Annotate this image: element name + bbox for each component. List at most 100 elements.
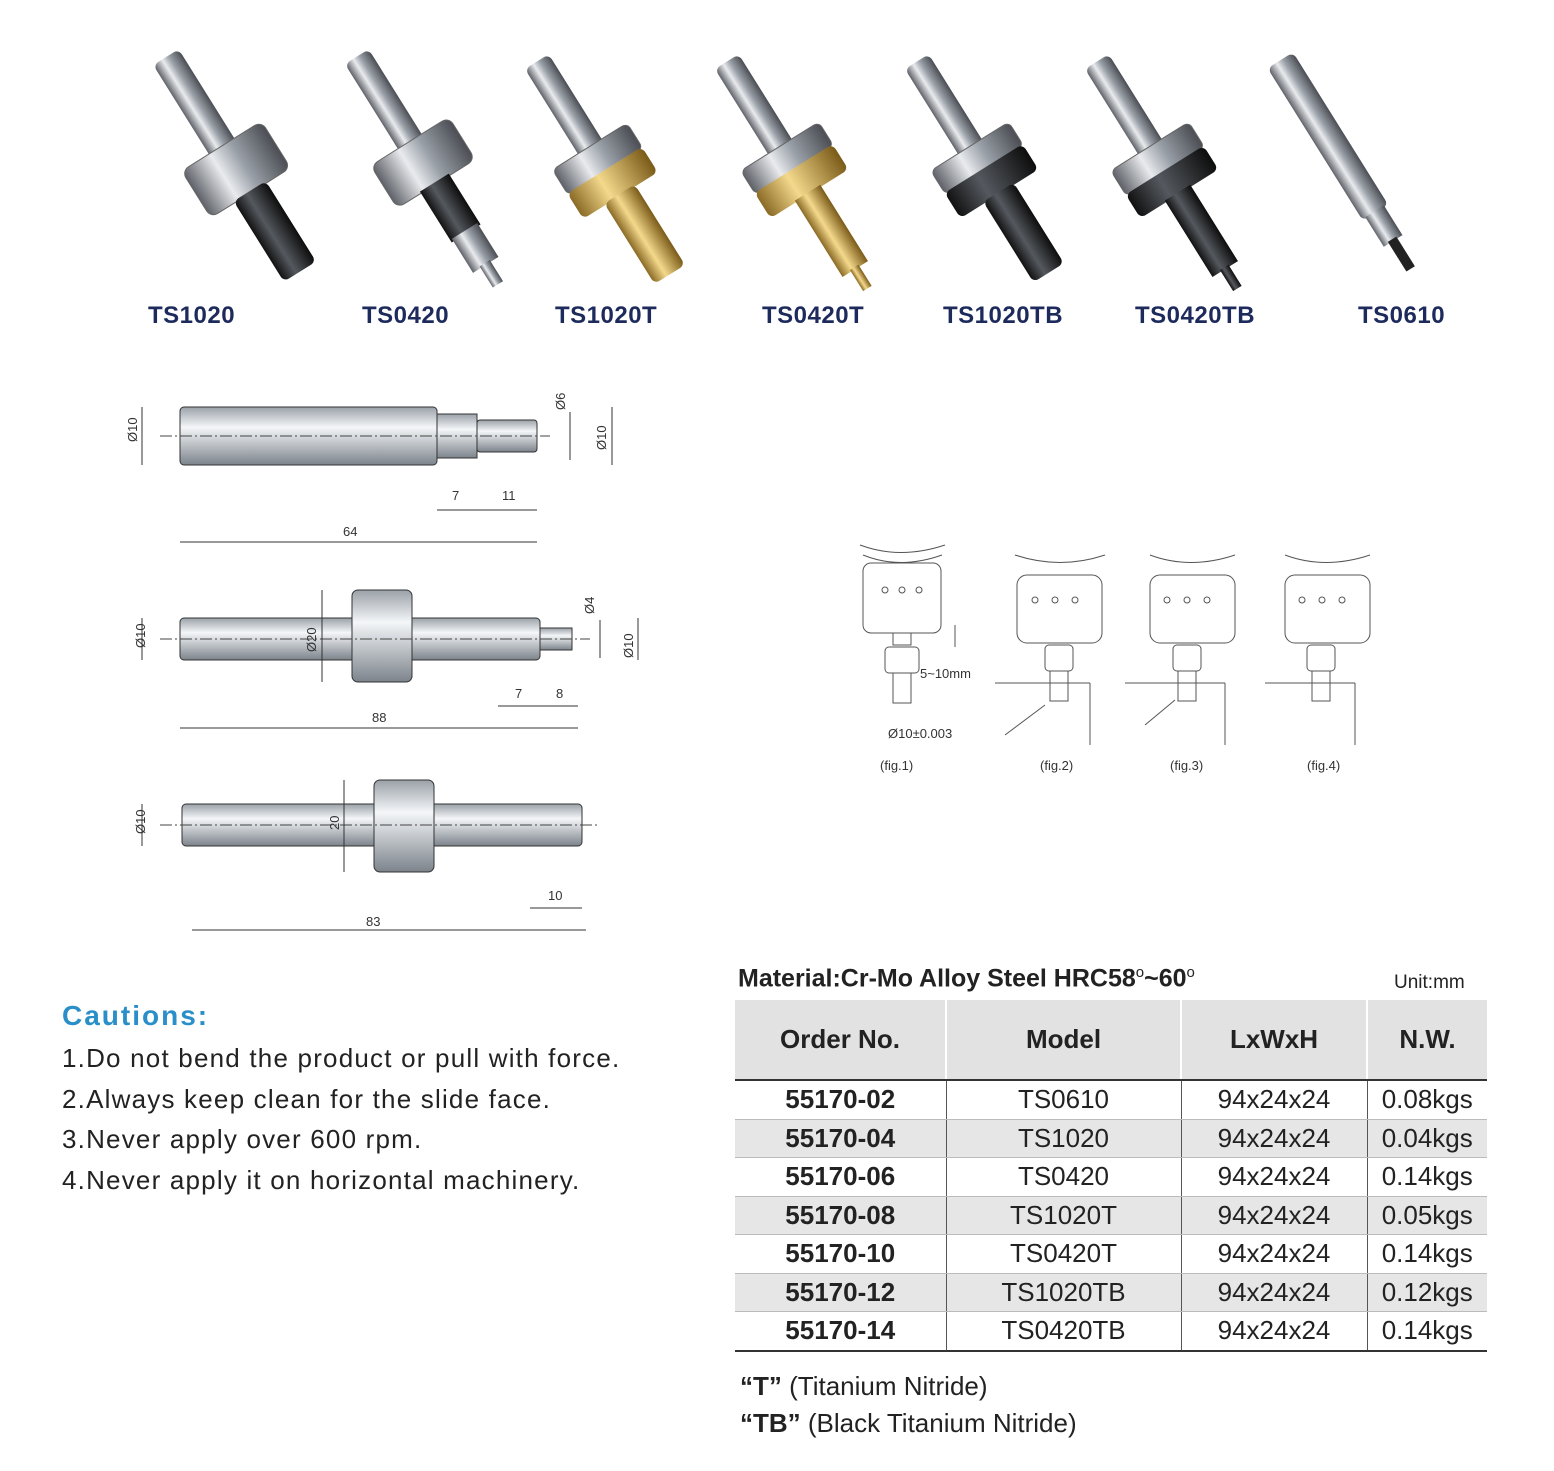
product-label-ts1020tb: TS1020TB <box>943 302 1064 329</box>
cell-model: TS1020T <box>946 1196 1182 1235</box>
material-prefix: Material:Cr-Mo Alloy Steel HRC58 <box>738 964 1136 993</box>
cell-order-no: 55170-14 <box>735 1311 947 1352</box>
cell-model: TS0420T <box>946 1234 1182 1274</box>
table-row: 55170-14 TS0420TB 94x24x24 0.14kgs <box>735 1311 1487 1352</box>
caution-item-2: 2.Always keep clean for the slide face. <box>62 1083 552 1114</box>
dim-d1-len-a: 7 <box>452 488 459 503</box>
dim-d1-right: Ø10 <box>594 425 609 450</box>
fig-3-drawing <box>1125 554 1236 745</box>
dim-d3-body: 20 <box>327 816 342 830</box>
cell-net-weight: 0.04kgs <box>1367 1119 1487 1158</box>
fig-1-annotation-gap: 5~10mm <box>920 666 971 681</box>
dim-d2-left: Ø10 <box>133 623 148 648</box>
product-photo-ts1020 <box>155 51 314 280</box>
product-label-ts0420: TS0420 <box>362 302 450 329</box>
header-order-no: Order No. <box>735 1000 947 1081</box>
product-label-ts0610: TS0610 <box>1358 302 1446 329</box>
header-model: Model <box>946 1000 1182 1081</box>
cell-order-no: 55170-08 <box>735 1196 947 1235</box>
dim-d2-body: Ø20 <box>304 627 319 652</box>
product-photo-ts1020t <box>527 56 683 282</box>
fig-label-2: (fig.2) <box>1040 758 1073 773</box>
header-net-weight: N.W. <box>1367 1000 1487 1081</box>
caution-item-1: 1.Do not bend the product or pull with f… <box>62 1043 621 1073</box>
cell-model: TS0420 <box>946 1157 1182 1197</box>
cell-dimensions: 94x24x24 <box>1181 1273 1368 1312</box>
cell-dimensions: 94x24x24 <box>1181 1234 1368 1274</box>
note-tb-text: (Black Titanium Nitride) <box>800 1408 1077 1438</box>
table-row: 55170-02 TS0610 94x24x24 0.08kgs <box>735 1080 1487 1120</box>
product-photo-ts0420tb <box>1087 56 1242 292</box>
cell-model: TS1020TB <box>946 1273 1182 1312</box>
cautions-section: Cautions: 1.Do not bend the product or p… <box>62 1000 622 1200</box>
drawing-1: Ø10 Ø6 Ø10 7 11 64 <box>125 393 613 543</box>
dim-d2-len-b: 8 <box>556 686 563 701</box>
cell-net-weight: 0.08kgs <box>1367 1080 1487 1120</box>
spec-table: Order No. Model LxWxH N.W. 55170-02 TS06… <box>735 1000 1487 1352</box>
cell-dimensions: 94x24x24 <box>1181 1157 1368 1197</box>
cell-order-no: 55170-06 <box>735 1157 947 1197</box>
material-degree-1: o <box>1135 964 1145 981</box>
table-row: 55170-04 TS1020 94x24x24 0.04kgs <box>735 1119 1487 1158</box>
product-label-ts1020: TS1020 <box>148 302 236 329</box>
cell-dimensions: 94x24x24 <box>1181 1196 1368 1235</box>
cell-model: TS1020 <box>946 1119 1182 1158</box>
dim-d3-left: Ø10 <box>133 809 148 834</box>
cell-order-no: 55170-12 <box>735 1273 947 1312</box>
material-line: Material:Cr-Mo Alloy Steel HRC58o~60o <box>738 964 1195 993</box>
fig-4-drawing <box>1265 554 1371 745</box>
cell-net-weight: 0.12kgs <box>1367 1273 1487 1312</box>
product-photo-ts0420t <box>717 56 872 292</box>
product-photo-ts1020tb <box>907 56 1062 281</box>
dim-d1-left: Ø10 <box>125 417 140 442</box>
coating-notes: “T” (Titanium Nitride) “TB” (Black Titan… <box>740 1368 1077 1442</box>
cell-net-weight: 0.14kgs <box>1367 1157 1487 1197</box>
note-t-code: “T” <box>740 1371 782 1401</box>
table-row: 55170-06 TS0420 94x24x24 0.14kgs <box>735 1157 1487 1197</box>
drawing-2: Ø10 Ø20 Ø4 Ø10 7 8 88 <box>133 589 639 729</box>
caution-item-3: 3.Never apply over 600 rpm. <box>62 1124 423 1154</box>
fig-label-3: (fig.3) <box>1170 758 1203 773</box>
usage-figures: 5~10mm Ø10±0.003 <box>859 544 1371 773</box>
cell-order-no: 55170-10 <box>735 1234 947 1274</box>
cell-net-weight: 0.05kgs <box>1367 1196 1487 1235</box>
fig-1-annotation-dia: Ø10±0.003 <box>888 726 952 741</box>
fig-2-drawing <box>995 554 1106 745</box>
header-dimensions: LxWxH <box>1181 1000 1368 1081</box>
table-header-row: Order No. Model LxWxH N.W. <box>735 1000 1487 1081</box>
cell-net-weight: 0.14kgs <box>1367 1311 1487 1352</box>
dim-d2-len-a: 7 <box>515 686 522 701</box>
dim-d2-right: Ø10 <box>621 633 636 658</box>
cell-order-no: 55170-02 <box>735 1080 947 1120</box>
cell-net-weight: 0.14kgs <box>1367 1234 1487 1274</box>
dim-d3-len-total: 83 <box>366 914 380 929</box>
note-tb: “TB” (Black Titanium Nitride) <box>740 1405 1077 1442</box>
dim-d1-len-b: 11 <box>502 488 516 503</box>
dim-d1-tip: Ø6 <box>553 393 568 410</box>
product-photo-ts0610 <box>1269 54 1415 272</box>
product-label-ts1020t: TS1020T <box>555 302 658 329</box>
drawing-3: Ø10 20 10 83 <box>133 779 600 931</box>
cautions-title: Cautions: <box>62 1000 210 1031</box>
dim-d3-len-a: 10 <box>548 888 562 903</box>
cell-dimensions: 94x24x24 <box>1181 1119 1368 1158</box>
table-row: 55170-12 TS1020TB 94x24x24 0.12kgs <box>735 1273 1487 1312</box>
cell-dimensions: 94x24x24 <box>1181 1311 1368 1352</box>
fig-1-drawing <box>859 544 956 704</box>
cell-order-no: 55170-04 <box>735 1119 947 1158</box>
material-mid: ~60 <box>1144 964 1187 993</box>
table-row: 55170-08 TS1020T 94x24x24 0.05kgs <box>735 1196 1487 1235</box>
note-t-text: (Titanium Nitride) <box>781 1371 988 1401</box>
note-t: “T” (Titanium Nitride) <box>740 1368 1077 1405</box>
product-label-ts0420tb: TS0420TB <box>1135 302 1256 329</box>
note-tb-code: “TB” <box>740 1408 801 1438</box>
technical-drawings: Ø10 Ø6 Ø10 7 11 64 Ø10 Ø20 Ø4 Ø10 <box>125 393 639 931</box>
fig-label-4: (fig.4) <box>1307 758 1340 773</box>
product-label-ts0420t: TS0420T <box>762 302 865 329</box>
dim-d2-len-total: 88 <box>372 710 386 725</box>
unit-label: Unit:mm <box>1394 972 1465 993</box>
cell-model: TS0610 <box>946 1080 1182 1120</box>
table-row: 55170-10 TS0420T 94x24x24 0.14kgs <box>735 1234 1487 1274</box>
fig-label-1: (fig.1) <box>880 758 913 773</box>
